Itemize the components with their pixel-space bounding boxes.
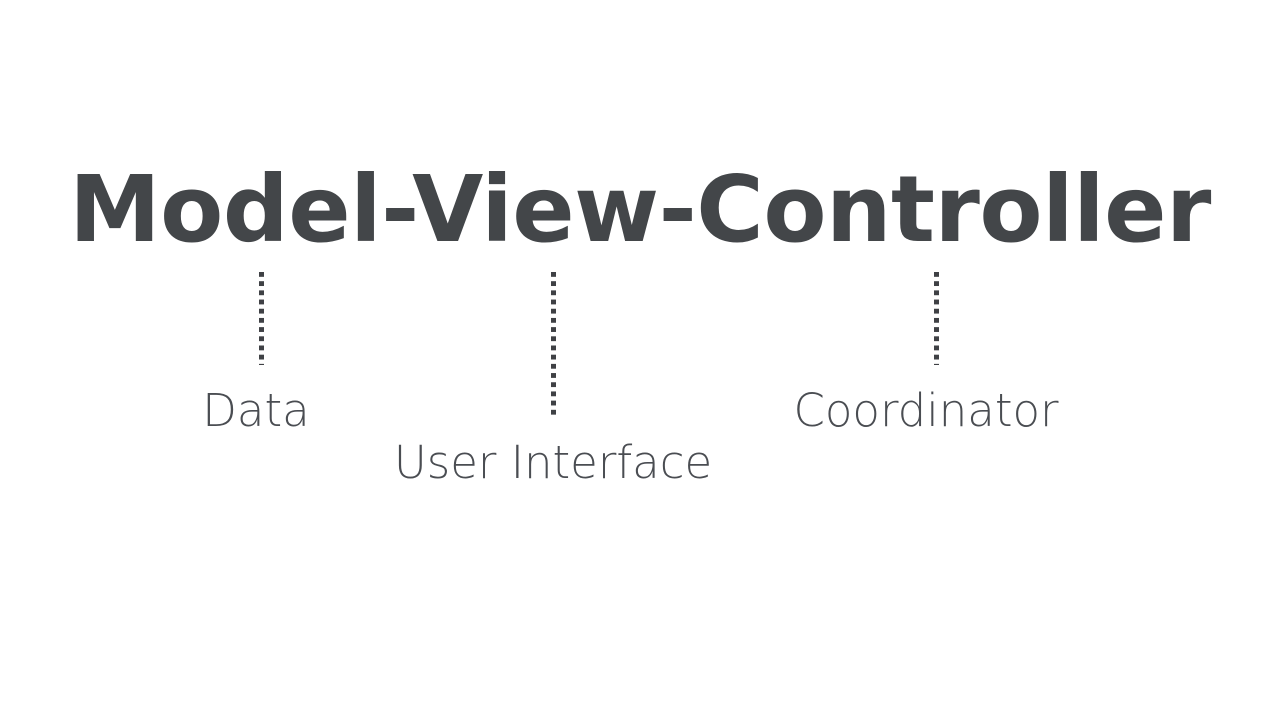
page-title: Model-View-Controller <box>69 156 1211 263</box>
label-model-data: Data <box>202 384 310 437</box>
label-controller-coordinator: Coordinator <box>793 384 1059 437</box>
controller-connector-line <box>934 272 939 365</box>
view-connector-line <box>551 272 556 419</box>
model-connector-line <box>259 272 264 365</box>
label-view-user-interface: User Interface <box>393 436 713 489</box>
